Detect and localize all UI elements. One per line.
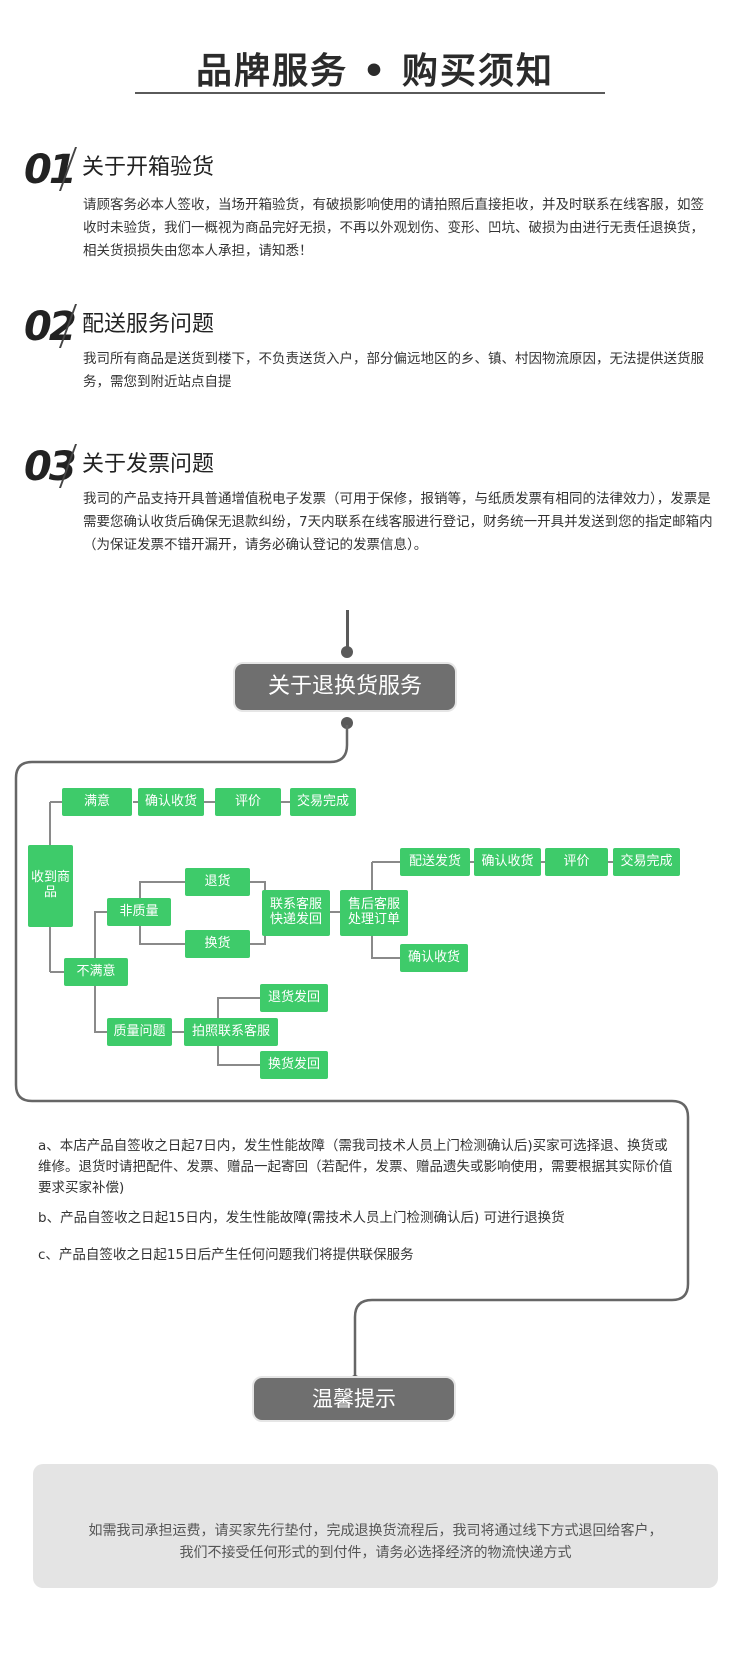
section-body-01: 请顾客务必本人签收，当场开箱验货，有破损影响使用的请拍照后直接拒收，并及时联系在… <box>83 197 704 259</box>
section-title-03: 关于发票问题 <box>82 452 215 477</box>
connector-dot-mid <box>341 717 353 729</box>
connector-line-top <box>346 610 349 650</box>
node-satisfied: 满意 <box>62 788 132 816</box>
node-confirm-1: 确认收货 <box>138 788 204 816</box>
node-ship: 配送发货 <box>400 848 470 876</box>
node-exchange: 换货 <box>185 930 250 958</box>
title-underline <box>135 92 605 94</box>
node-review-2: 评价 <box>545 848 608 876</box>
node-review-1: 评价 <box>215 788 281 816</box>
node-quality-issue: 质量问题 <box>107 1018 172 1046</box>
tips-title: 温馨提示 <box>254 1378 454 1420</box>
node-done-2: 交易完成 <box>613 848 680 876</box>
node-non-quality: 非质量 <box>107 898 171 926</box>
node-contact-cs: 联系客服快递发回 <box>262 890 330 936</box>
return-service-title: 关于退换货服务 <box>235 664 455 710</box>
node-confirm-2: 确认收货 <box>474 848 541 876</box>
tips-line-2: 我们不接受任何形式的到付件，请务必选择经济的物流快递方式 <box>179 1545 572 1561</box>
node-return: 退货 <box>185 868 250 896</box>
connector-dot-top <box>341 646 353 658</box>
note-c: c、产品自签收之日起15日后产生任何问题我们将提供联保服务 <box>38 1247 414 1263</box>
note-a: a、本店产品自签收之日起7日内，发生性能故障（需我司技术人员上门检测确认后)买家… <box>38 1138 673 1196</box>
node-after-sale: 售后客服处理订单 <box>340 890 408 936</box>
node-exchange-back: 换货发回 <box>260 1051 328 1079</box>
node-unsatisfied: 不满意 <box>64 958 128 986</box>
section-title-01: 关于开箱验货 <box>82 155 215 180</box>
node-received: 收到商品 <box>28 845 73 927</box>
node-confirm-3: 确认收货 <box>400 944 468 972</box>
node-photo-cs: 拍照联系客服 <box>184 1018 278 1046</box>
section-title-02: 配送服务问题 <box>82 312 215 337</box>
section-body-02: 我司所有商品是送货到楼下，不负责送货入户，部分偏远地区的乡、镇、村因物流原因，无… <box>83 351 704 390</box>
tips-box <box>33 1464 718 1588</box>
node-done-1: 交易完成 <box>290 788 356 816</box>
page-title: 品牌服务 • 购买须知 <box>195 51 555 92</box>
tips-line-1: 如需我司承担运费，请买家先行垫付，完成退换货流程后，我司将通过线下方式退回给客户… <box>88 1523 663 1539</box>
note-b: b、产品自签收之日起15日内，发生性能故障(需技术人员上门检测确认后) 可进行退… <box>38 1210 565 1226</box>
section-body-03: 我司的产品支持开具普通增值税电子发票（可用于保修，报销等，与纸质发票有相同的法律… <box>83 491 713 553</box>
node-return-back: 退货发回 <box>260 984 328 1012</box>
